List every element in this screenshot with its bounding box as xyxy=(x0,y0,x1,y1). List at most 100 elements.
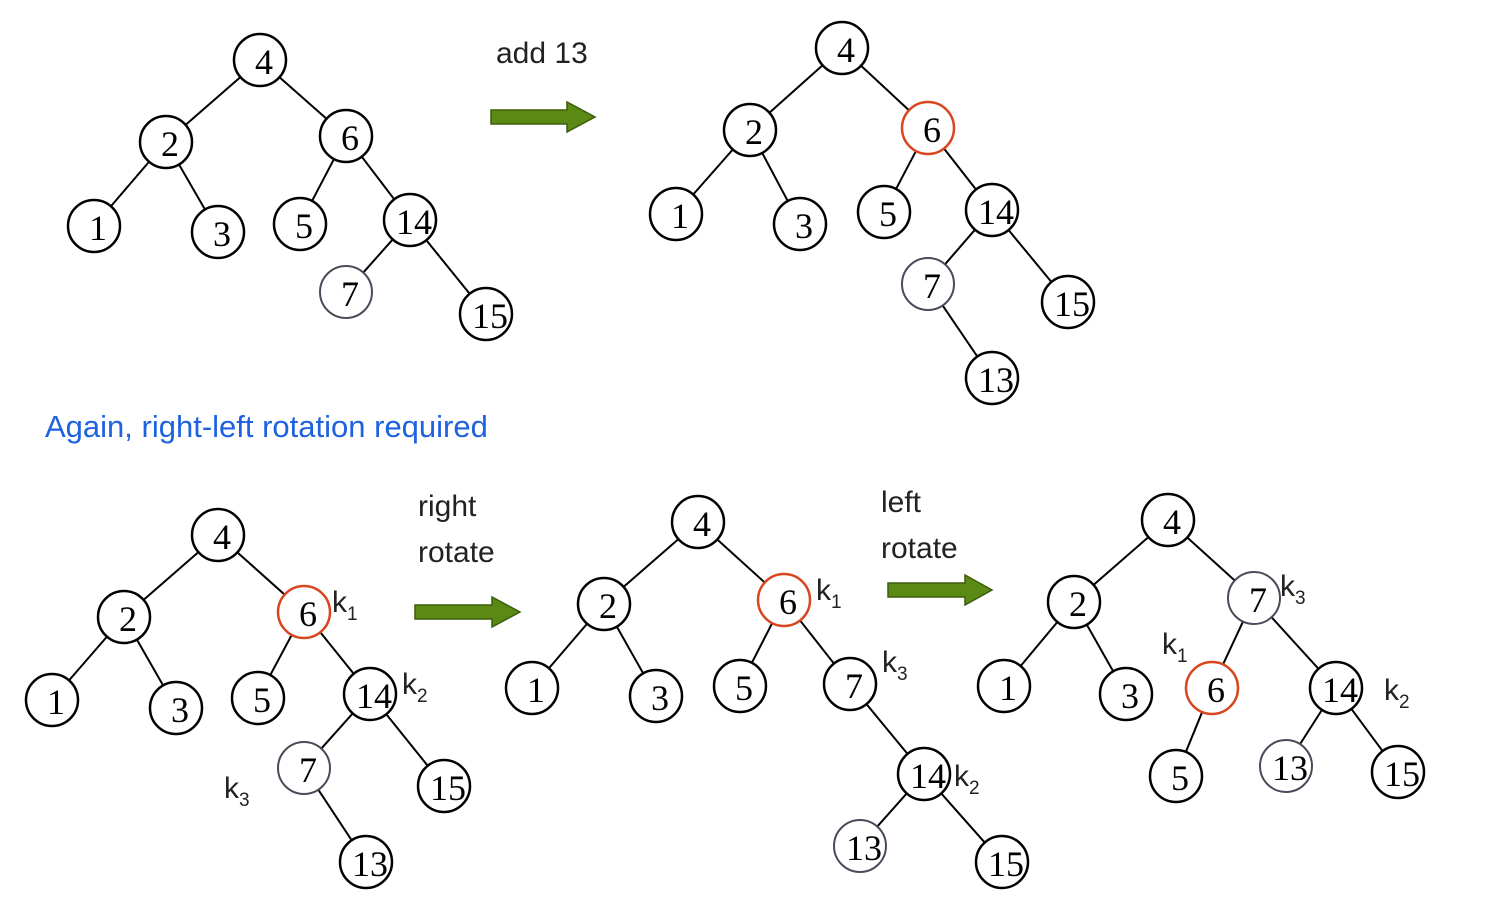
tree-node: 3 xyxy=(1098,666,1154,722)
tree-node: 15 xyxy=(974,834,1030,890)
node-circle xyxy=(1259,739,1313,793)
node-circle xyxy=(670,494,726,550)
tree-node: 6 xyxy=(276,584,332,640)
tree-node: 7 xyxy=(901,257,955,311)
node-circle xyxy=(272,196,328,252)
node-value: 13 xyxy=(846,828,882,868)
tree-edge xyxy=(692,148,734,196)
tree-edge xyxy=(1085,624,1115,672)
node-value: 15 xyxy=(430,768,466,808)
tree-edge xyxy=(278,76,328,120)
tree-edge xyxy=(768,64,824,114)
tree-node: 7 xyxy=(1227,571,1281,625)
tree-edge xyxy=(750,622,774,664)
tree-edge xyxy=(622,538,680,588)
right-rotate-arrow-icon xyxy=(414,595,522,629)
node-circle xyxy=(416,758,472,814)
node-circle xyxy=(974,834,1030,890)
tree-node: 15 xyxy=(1040,274,1096,330)
tree-node: 1 xyxy=(66,198,122,254)
node-value: 7 xyxy=(341,274,359,314)
node-value: 7 xyxy=(299,750,317,790)
k-label-main: k xyxy=(224,772,240,805)
tree-edge xyxy=(940,792,986,844)
k-label: k2 xyxy=(402,668,428,707)
tree-edge xyxy=(1092,536,1150,586)
node-value: 3 xyxy=(651,678,669,718)
k-label: k3 xyxy=(224,772,250,811)
node-circle xyxy=(901,257,955,311)
node-value: 5 xyxy=(295,206,313,246)
tree-edge xyxy=(1007,229,1053,283)
node-circle xyxy=(648,186,704,242)
tree-edge xyxy=(269,634,293,676)
node-circle xyxy=(276,584,332,640)
tree-node: 15 xyxy=(416,758,472,814)
node-circle xyxy=(1227,571,1281,625)
tree-edge xyxy=(1350,708,1384,752)
tree-node: 6 xyxy=(756,572,812,628)
node-circle xyxy=(1098,666,1154,722)
node-value: 5 xyxy=(253,680,271,720)
tree-node: 13 xyxy=(338,834,394,890)
node-value: 14 xyxy=(396,202,432,242)
k-label: k2 xyxy=(954,760,980,799)
tree-edge xyxy=(320,712,354,750)
node-value: 14 xyxy=(978,192,1014,232)
left-rotate-label-line2: rotate xyxy=(881,532,958,565)
tree-node: 13 xyxy=(833,819,887,873)
tree-edge xyxy=(895,150,917,190)
node-value: 3 xyxy=(1121,676,1139,716)
tree-node: 1 xyxy=(504,660,560,716)
node-value: 4 xyxy=(213,517,231,557)
tree-edge xyxy=(385,713,429,767)
k-label-sub: 1 xyxy=(1177,646,1188,667)
node-circle xyxy=(190,204,246,260)
node-value: 4 xyxy=(837,30,855,70)
left-rotate-label-line1: left xyxy=(881,486,922,519)
k-label-main: k xyxy=(332,586,348,619)
node-value: 1 xyxy=(999,668,1017,708)
node-circle xyxy=(190,507,246,563)
tree-node: 3 xyxy=(628,668,684,724)
k-label: k1 xyxy=(1162,628,1188,667)
tree-edge xyxy=(178,164,206,210)
node-circle xyxy=(896,746,952,802)
tree-node: 14 xyxy=(382,192,438,248)
node-circle xyxy=(628,668,684,724)
node-circle xyxy=(338,834,394,890)
node-circle xyxy=(772,196,828,252)
tree-edge xyxy=(1019,621,1059,667)
tree-node: 4 xyxy=(1140,492,1196,548)
node-value: 2 xyxy=(599,586,617,626)
node-value: 13 xyxy=(352,844,388,884)
k-label-main: k xyxy=(1384,674,1400,707)
node-circle xyxy=(976,658,1032,714)
node-circle xyxy=(756,572,812,628)
node-circle xyxy=(148,680,204,736)
tree-node: 6 xyxy=(900,100,956,156)
tree-edge xyxy=(317,789,353,841)
node-circle xyxy=(382,192,438,248)
tree-node: 14 xyxy=(896,746,952,802)
node-circle xyxy=(458,286,514,342)
k-label-main: k xyxy=(882,646,898,679)
node-circle xyxy=(900,100,956,156)
node-circle xyxy=(833,819,887,873)
tree-node: 13 xyxy=(1259,739,1313,793)
node-value: 13 xyxy=(978,360,1014,400)
k-label-main: k xyxy=(816,574,832,607)
tree-edge xyxy=(1299,709,1323,745)
node-value: 3 xyxy=(213,214,231,254)
k-label: k3 xyxy=(1280,570,1306,609)
node-circle xyxy=(964,182,1020,238)
node-circle xyxy=(230,670,286,726)
k-label-main: k xyxy=(1280,570,1296,603)
tree-node: 14 xyxy=(964,182,1020,238)
